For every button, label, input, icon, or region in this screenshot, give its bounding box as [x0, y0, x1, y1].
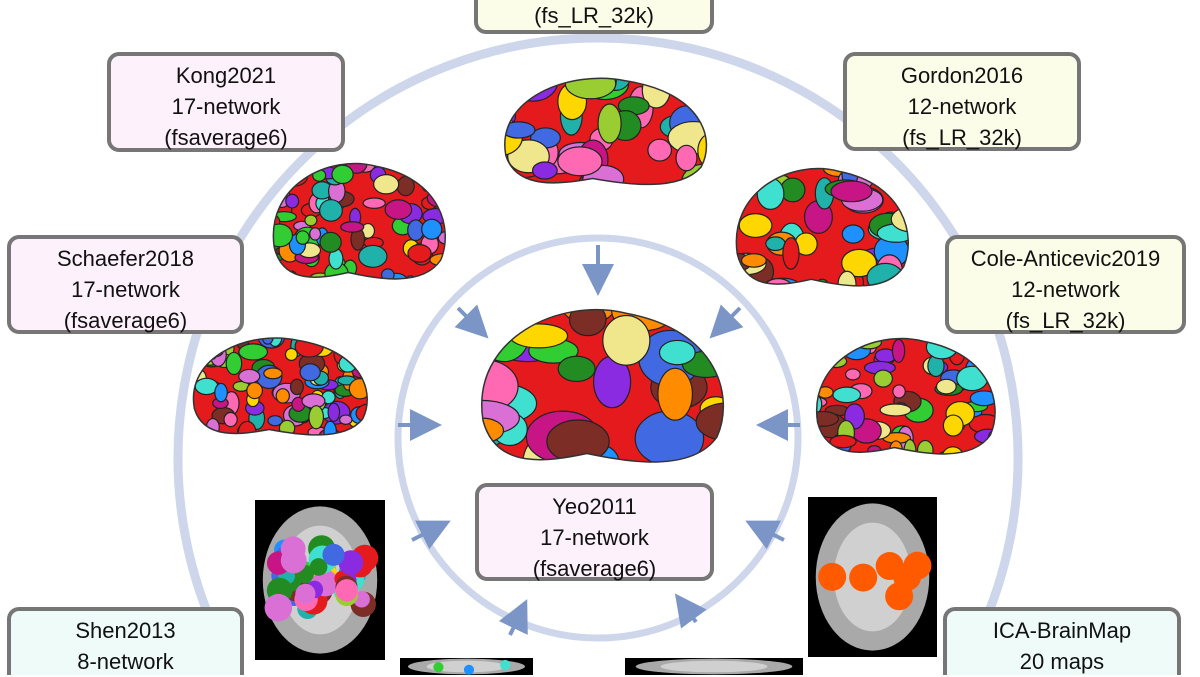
atlas-space: (fsaverage6): [63, 308, 188, 333]
atlas-space: (fs_LR_32k): [1005, 308, 1126, 333]
atlas-box-cole-anticevic2019: Cole-Anticevic2019 12-network (fs_LR_32k…: [945, 235, 1186, 334]
atlas-box-top: (fs_LR_32k): [474, 0, 714, 34]
arrow-gordon: [709, 304, 744, 339]
atlas-name: Yeo2011: [552, 494, 637, 519]
atlas-networks: 12-network: [1011, 277, 1120, 302]
atlas-box-schaefer2018: Schaefer2018 17-network (fsaverage6): [7, 235, 244, 334]
atlas-networks: 8-network: [77, 649, 174, 674]
atlas-top-space: (fs_LR_32k): [534, 3, 654, 28]
arrow-kong: [454, 304, 489, 339]
arrow-ica: [745, 520, 785, 550]
atlas-name: Cole-Anticevic2019: [970, 246, 1161, 271]
arrow-shen: [411, 520, 451, 550]
mri-ica-brainmap: [808, 497, 937, 657]
inner-ring: [394, 234, 802, 642]
atlas-space: (fs_LR_32k): [902, 125, 1022, 150]
mri-bottom-right: [625, 658, 803, 675]
brain-schaefer2018: [193, 337, 368, 435]
mri-shen2013: [255, 500, 385, 660]
atlas-networks: 17-network: [171, 94, 281, 119]
atlas-networks: 12-network: [907, 94, 1017, 119]
atlas-box-kong2021: Kong2021 17-network (fsaverage6): [107, 52, 345, 152]
atlas-networks: 17-network: [71, 277, 180, 302]
atlas-box-shen2013: Shen2013 8-network: [7, 607, 244, 675]
atlas-box-gordon2016: Gordon2016 12-network (fs_LR_32k): [843, 52, 1081, 151]
brain-top: [504, 78, 707, 185]
brain-yeo2011: [481, 309, 724, 463]
mri-bottom-left: [400, 658, 533, 675]
arrow-bottom-right: [674, 593, 707, 629]
atlas-name: ICA-BrainMap: [992, 618, 1132, 643]
atlas-box-ica-brainmap: ICA-BrainMap 20 maps: [943, 607, 1181, 675]
atlas-space: (fsaverage6): [164, 125, 288, 150]
atlas-box-yeo2011: Yeo2011 17-network (fsaverage6): [475, 483, 714, 581]
brain-gordon2016: [736, 168, 909, 286]
atlas-networks: 20 maps: [1019, 649, 1105, 674]
arrow-bottom-left: [498, 599, 528, 636]
atlas-name: Kong2021: [175, 63, 277, 88]
atlas-name: Schaefer2018: [57, 246, 194, 271]
atlas-networks: 17-network: [540, 525, 649, 550]
atlas-name: Shen2013: [75, 618, 176, 643]
outer-ring: [173, 33, 1023, 673]
atlas-space: (fsaverage6): [532, 556, 657, 581]
atlas-name: Gordon2016: [900, 63, 1024, 88]
